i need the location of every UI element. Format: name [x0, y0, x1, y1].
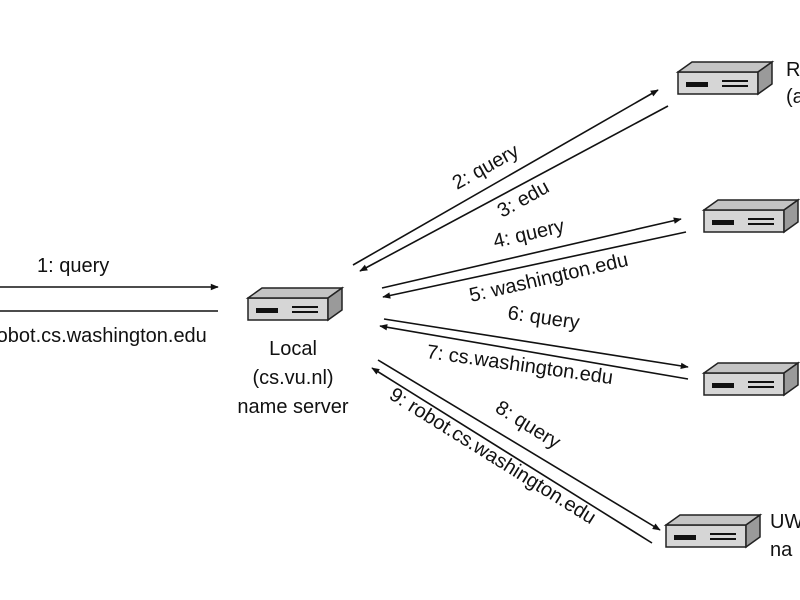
root-name-server-icon	[677, 61, 773, 95]
local-name-server-icon	[247, 287, 343, 321]
final-reply-label: robot.cs.washington.edu	[0, 325, 207, 347]
message-7-label: 7: cs.washington.edu	[425, 341, 614, 389]
query-2-arrow	[352, 89, 659, 266]
washington-name-server-icon	[703, 362, 799, 396]
local-server-label-line2: (cs.vu.nl)	[252, 367, 333, 389]
message-1-label: 1: query	[37, 255, 109, 277]
reply-5-arrow	[382, 231, 687, 299]
reply-9-arrow	[371, 367, 653, 544]
uw-cs-name-server-icon	[665, 514, 761, 548]
reply-3-arrow	[359, 105, 669, 272]
message-6-label: 6: query	[506, 302, 581, 334]
message-9-label: 9: robot.cs.washington.edu	[385, 384, 599, 529]
local-server-label-line3: name server	[237, 396, 348, 418]
local-server-label-line1: Local	[269, 338, 317, 360]
edu-name-server-icon	[703, 199, 799, 233]
message-8-label: 8: query	[491, 397, 564, 454]
root-server-label-line2: (a	[786, 86, 800, 108]
message-2-label: 2: query	[449, 140, 523, 194]
root-server-label-line1: R	[786, 59, 800, 81]
message-5-label: 5: washington.edu	[467, 249, 630, 307]
query-6-arrow	[383, 318, 689, 370]
uw-server-label-line1: UW	[770, 511, 800, 533]
reply-7-arrow	[379, 324, 689, 380]
query-4-arrow	[381, 217, 682, 289]
query-8-arrow	[377, 359, 661, 531]
uw-server-label-line2: na	[770, 539, 793, 561]
